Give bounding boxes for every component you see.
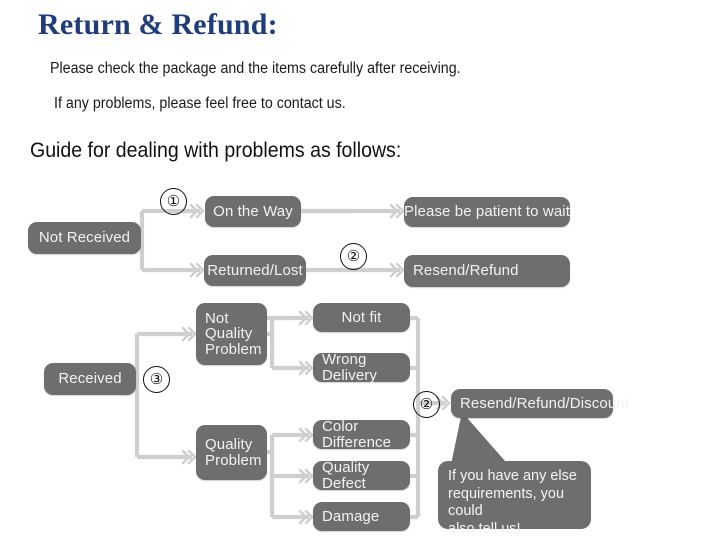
intro-line-2: If any problems, please feel free to con… bbox=[54, 95, 346, 112]
node-received[interactable]: Received bbox=[44, 363, 136, 395]
node-on-the-way[interactable]: On the Way bbox=[205, 196, 301, 227]
node-please-be-patient-to-wait[interactable]: Please be patient to wait bbox=[404, 197, 570, 227]
callout-tail bbox=[449, 412, 513, 474]
guide-heading: Guide for dealing with problems as follo… bbox=[30, 139, 402, 162]
node-returned-lost[interactable]: Returned/Lost bbox=[204, 255, 306, 286]
intro-line-1: Please check the package and the items c… bbox=[50, 60, 461, 77]
node-color-difference[interactable]: Color Difference bbox=[313, 419, 410, 450]
node-quality-defect[interactable]: Quality Defect bbox=[313, 460, 410, 491]
step-badge-2-bottom: ② bbox=[413, 391, 440, 418]
node-resend-refund-discount[interactable]: Resend/Refund/Discount bbox=[451, 389, 629, 418]
step-badge-2-top: ② bbox=[340, 243, 367, 270]
node-wrong-delivery[interactable]: Wrong Delivery bbox=[313, 352, 410, 383]
page-title: Return & Refund: bbox=[38, 8, 278, 41]
callout-bubble: If you have any else requirements, you c… bbox=[438, 461, 591, 537]
step-badge-1: ① bbox=[160, 188, 187, 215]
node-not-received[interactable]: Not Received bbox=[28, 222, 141, 254]
node-quality-problem[interactable]: Quality Problem bbox=[196, 425, 267, 480]
node-not-quality-problem[interactable]: Not Quality Problem bbox=[196, 303, 267, 365]
step-badge-3: ③ bbox=[143, 366, 170, 393]
node-resend-refund[interactable]: Resend/Refund bbox=[404, 255, 570, 287]
node-damage[interactable]: Damage bbox=[313, 502, 410, 531]
node-not-fit[interactable]: Not fit bbox=[313, 303, 410, 332]
